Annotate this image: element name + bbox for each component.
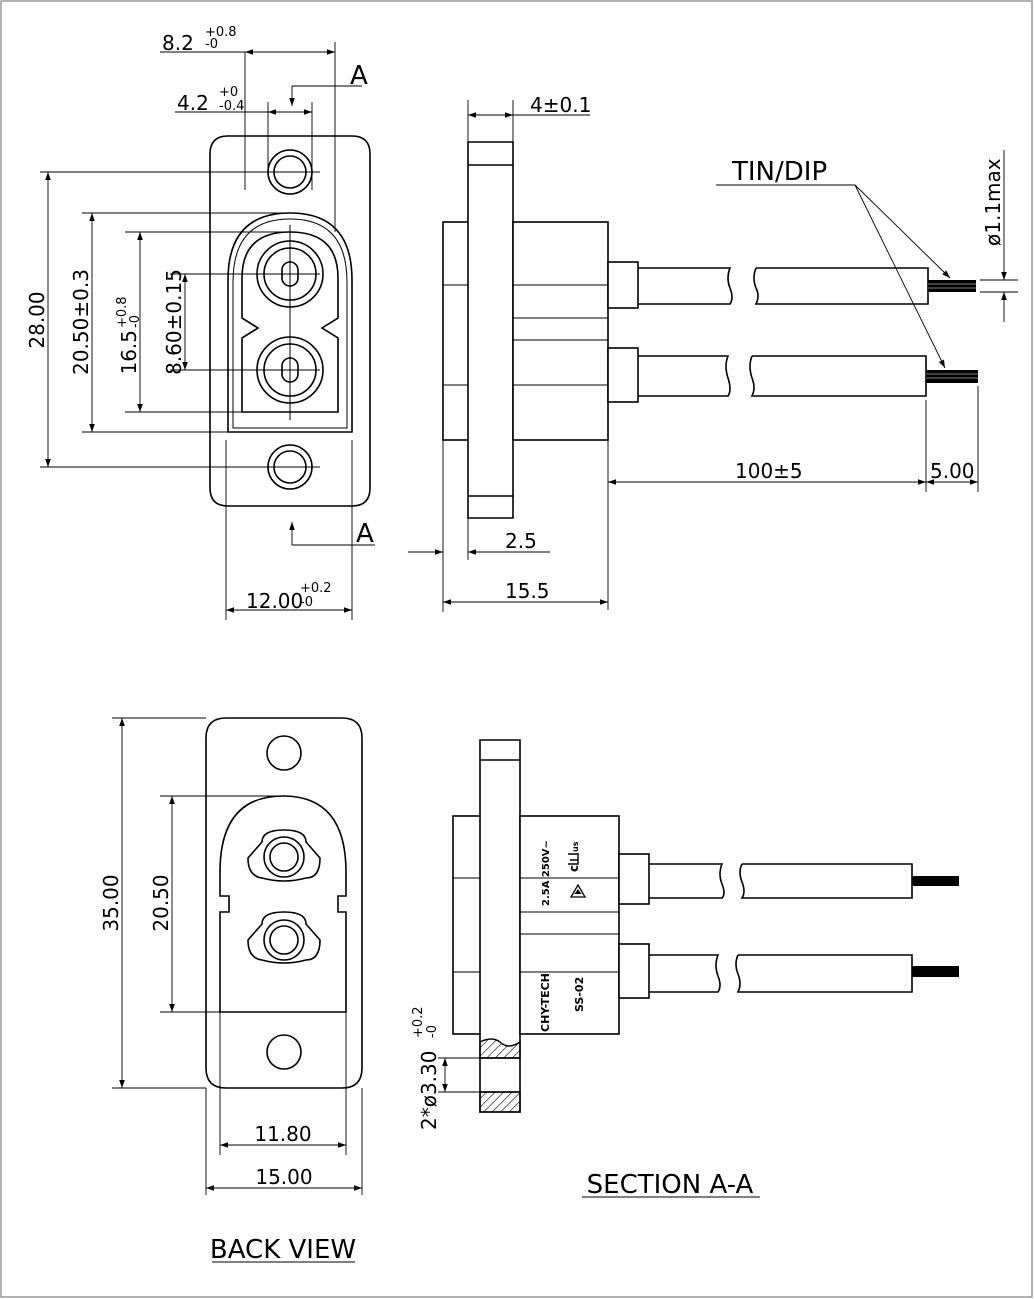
side-flange	[467, 141, 514, 519]
marking-rating: 2.5A 250V~	[541, 840, 552, 906]
dim-hole-sub: -0	[425, 1025, 440, 1038]
caption-back-view: BACK VIEW	[210, 1235, 356, 1265]
section-view: 2.5A 250V~ c us CHY-TECH SS-02 2*ø3.30 +…	[411, 739, 959, 1200]
section-hatch-lower	[479, 1091, 521, 1113]
dim-16-5-sub: -0	[128, 315, 143, 328]
side-body	[512, 221, 609, 441]
dim-8-2-sup: +0.8	[205, 25, 237, 40]
dim-4-2: 4.2	[177, 91, 209, 115]
dim-back-height: 35.00	[99, 874, 123, 931]
dim-pin-pitch: 8.60±0.15	[162, 269, 186, 375]
cert-marks-icon: c us	[567, 841, 581, 872]
back-flange-outline	[205, 717, 363, 1089]
dim-8-2: 8.2	[162, 31, 194, 55]
dim-back-width: 15.00	[255, 1165, 312, 1189]
callout-tin-dip: TIN/DIP	[731, 157, 827, 187]
dim-flange-thickness: 4±0.1	[530, 93, 591, 117]
svg-text:us: us	[571, 841, 580, 852]
back-view: 35.00 20.50 11.80 15.00 BACK VIEW	[99, 717, 363, 1265]
dim-8-2-sub: -0	[205, 37, 218, 52]
dim-width-12-sub: -0	[300, 595, 313, 610]
dim-4-2-sup: +0	[219, 85, 238, 100]
dim-height-20-5: 20.50±0.3	[69, 269, 93, 375]
back-body-outline	[219, 795, 347, 1013]
dim-16-5-sup: +0.8	[115, 296, 130, 328]
dim-wire-length: 100±5	[735, 459, 803, 483]
dim-panel-2-5: 2.5	[505, 529, 537, 553]
dim-hole-sup: +0.2	[411, 1006, 426, 1038]
svg-text:c: c	[567, 865, 581, 872]
front-view: 28.00 20.50±0.3 16.5 +0.8 -0 8.60±0.15 8…	[25, 25, 375, 620]
dim-wire-diameter: ø1.1max	[981, 158, 1005, 246]
dim-strip-length: 5.00	[930, 459, 975, 483]
dim-width-12-sup: +0.2	[300, 581, 332, 596]
section-marker-a-top: A	[350, 61, 368, 91]
dim-back-inner-width: 11.80	[254, 1122, 311, 1146]
vde-mark-icon	[569, 883, 587, 898]
marking-brand: CHY-TECH	[539, 973, 552, 1032]
dim-height-16-5: 16.5	[117, 330, 141, 375]
dim-height-28: 28.00	[25, 291, 49, 348]
dim-hole-diameter: 2*ø3.30	[417, 1051, 441, 1131]
section-marker-a-bottom: A	[356, 519, 374, 549]
marking-model: SS-02	[573, 977, 586, 1012]
section-body	[519, 815, 620, 1035]
dim-width-12: 12.00	[246, 589, 303, 613]
dim-back-pitch: 20.50	[149, 874, 173, 931]
side-view: 4±0.1 TIN/DIP ø1.1max 100±5 5.00 2.5 15.…	[408, 93, 1018, 612]
socket-body-outline	[227, 212, 353, 433]
section-hatch-upper	[479, 1038, 521, 1059]
dim-depth-15-5: 15.5	[505, 579, 550, 603]
socket-cavity	[241, 231, 339, 413]
dim-4-2-sub: -0.4	[219, 99, 244, 114]
caption-section-a-a: SECTION A-A	[587, 1170, 754, 1200]
